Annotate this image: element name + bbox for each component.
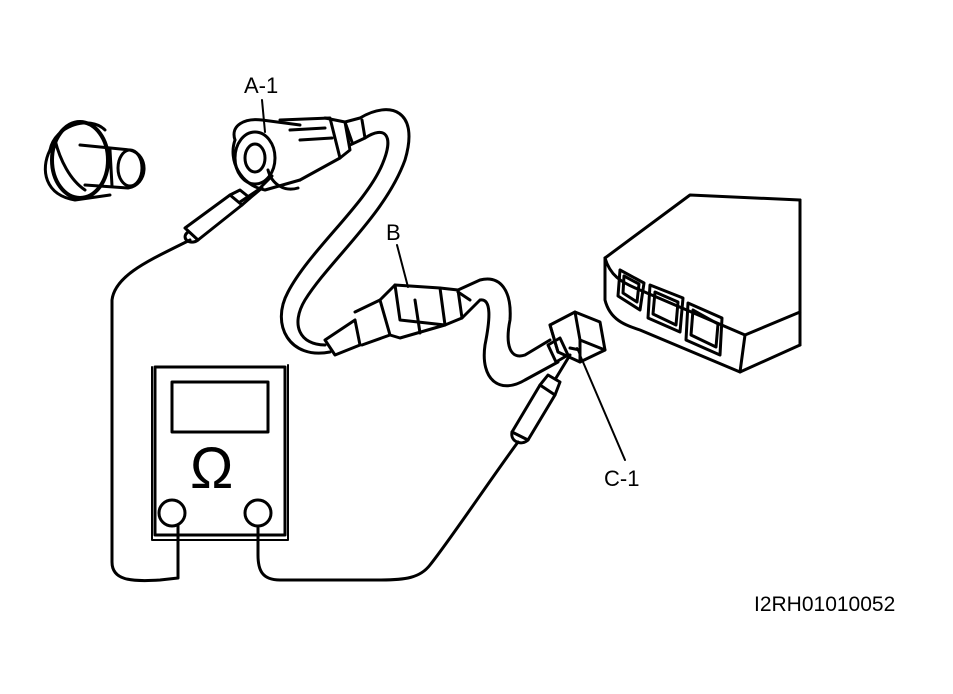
leader-b — [397, 245, 408, 287]
leader-a1 — [262, 100, 265, 132]
meter-terminal-left — [159, 500, 185, 526]
probe-left — [112, 188, 262, 581]
ohm-symbol: Ω — [190, 436, 234, 501]
ohmmeter — [152, 365, 288, 540]
leader-c1 — [577, 348, 625, 460]
bulb-socket — [45, 122, 144, 200]
connector-b — [325, 285, 470, 355]
meter-terminal-right — [245, 500, 271, 526]
harness-b-to-c1 — [458, 279, 558, 386]
meter-display — [172, 382, 268, 432]
figure-code: I2RH01010052 — [754, 593, 896, 616]
label-c1: C-1 — [604, 466, 640, 491]
connector-a1 — [233, 118, 350, 202]
label-a1: A-1 — [244, 73, 279, 98]
label-b: B — [386, 220, 401, 245]
connector-c1 — [548, 312, 605, 362]
harness-a1-to-b — [281, 110, 409, 353]
probe-right — [258, 355, 570, 580]
control-module — [605, 195, 800, 372]
